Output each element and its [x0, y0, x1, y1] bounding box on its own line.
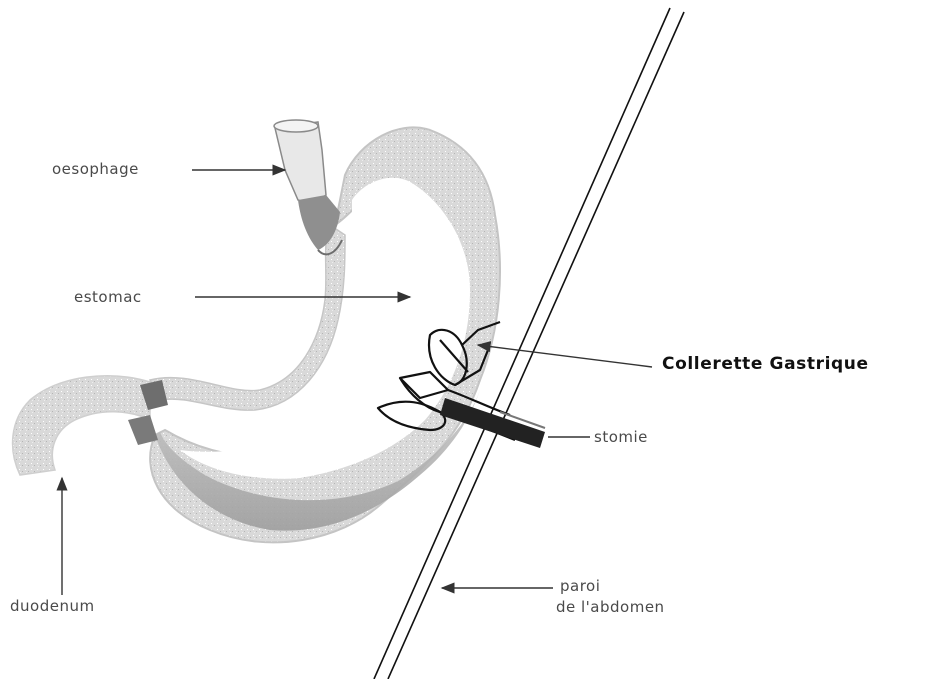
label-collerette-gastrique: Collerette Gastrique — [662, 354, 869, 374]
label-paroi-line2: de l'abdomen — [556, 598, 665, 616]
label-estomac: estomac — [74, 288, 142, 306]
label-oesophage: oesophage — [52, 160, 139, 178]
label-paroi-line1: paroi — [560, 577, 600, 595]
antrum — [150, 225, 345, 410]
label-duodenum: duodenum — [10, 597, 95, 615]
arrow-collerette — [478, 345, 652, 367]
duodenum — [13, 376, 168, 475]
oesophagus — [274, 120, 342, 254]
label-stomie: stomie — [594, 428, 648, 446]
